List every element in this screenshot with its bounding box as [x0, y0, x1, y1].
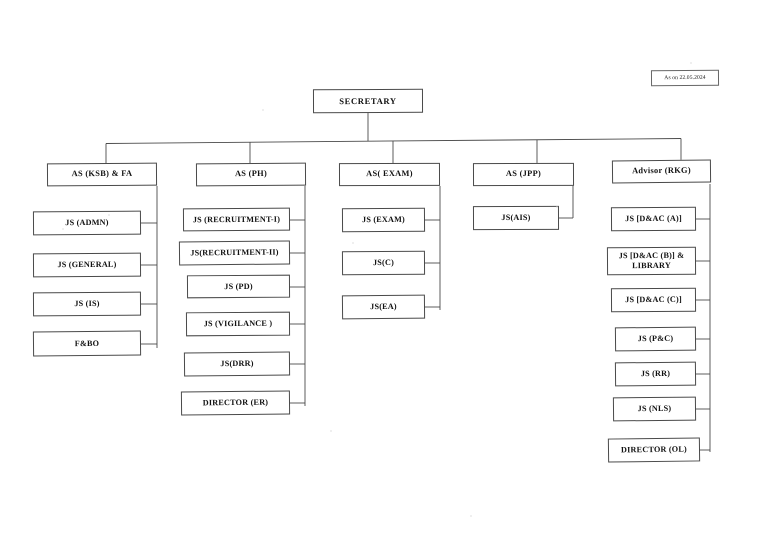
scan-speckle	[690, 62, 692, 64]
node-js-dac-c[interactable]: JS [D&AC (C)]	[610, 287, 697, 313]
scan-speckle	[352, 242, 354, 244]
node-js-pc[interactable]: JS (P&C)	[614, 326, 697, 352]
node-js-vigilance[interactable]: JS (VIGILANCE )	[185, 311, 291, 337]
scan-speckle	[330, 430, 332, 432]
scan-speckle	[262, 109, 264, 111]
node-js-ea[interactable]: JS(EA)	[341, 294, 426, 320]
scan-speckle	[108, 214, 110, 216]
node-js-rr[interactable]: JS (RR)	[614, 361, 697, 387]
node-js-ais[interactable]: JS(AIS)	[472, 205, 560, 231]
date-stamp: As on 22.05.2024	[650, 69, 720, 87]
node-director-ol[interactable]: DIRECTOR (OL)	[607, 437, 701, 463]
scan-speckle	[62, 228, 64, 230]
node-js-recruitment-2[interactable]: JS(RECRUITMENT-II)	[178, 240, 291, 266]
node-js-c[interactable]: JS(C)	[341, 250, 426, 276]
node-js-general[interactable]: JS (GENERAL)	[32, 252, 142, 278]
node-as-exam[interactable]: AS( EXAM)	[338, 162, 441, 187]
scan-speckle	[556, 206, 558, 208]
node-js-drr[interactable]: JS(DRR)	[183, 351, 291, 377]
node-js-recruitment-1[interactable]: JS (RECRUITMENT-I)	[182, 207, 291, 232]
node-js-is[interactable]: JS (IS)	[32, 291, 142, 317]
node-js-nls[interactable]: JS (NLS)	[612, 396, 697, 422]
node-js-dac-a[interactable]: JS [D&AC (A)]	[610, 206, 697, 232]
node-js-dac-b-library[interactable]: JS [D&AC (B)] & LIBRARY	[606, 246, 697, 276]
node-as-ph[interactable]: AS (PH)	[195, 162, 307, 187]
node-as-jpp[interactable]: AS (JPP)	[472, 162, 575, 187]
node-advisor-rkg[interactable]: Advisor (RKG)	[611, 159, 712, 184]
scan-speckle	[470, 515, 472, 517]
node-js-pd[interactable]: JS (PD)	[186, 274, 291, 299]
node-director-er[interactable]: DIRECTOR (ER)	[180, 390, 291, 416]
node-as-ksb-fa[interactable]: AS (KSB) & FA	[46, 162, 158, 187]
node-js-exam[interactable]: JS (EXAM)	[341, 207, 426, 233]
node-js-admn[interactable]: JS (ADMN)	[32, 210, 142, 236]
node-secretary[interactable]: SECRETARY	[312, 88, 424, 114]
node-fbo[interactable]: F&BO	[32, 330, 142, 357]
